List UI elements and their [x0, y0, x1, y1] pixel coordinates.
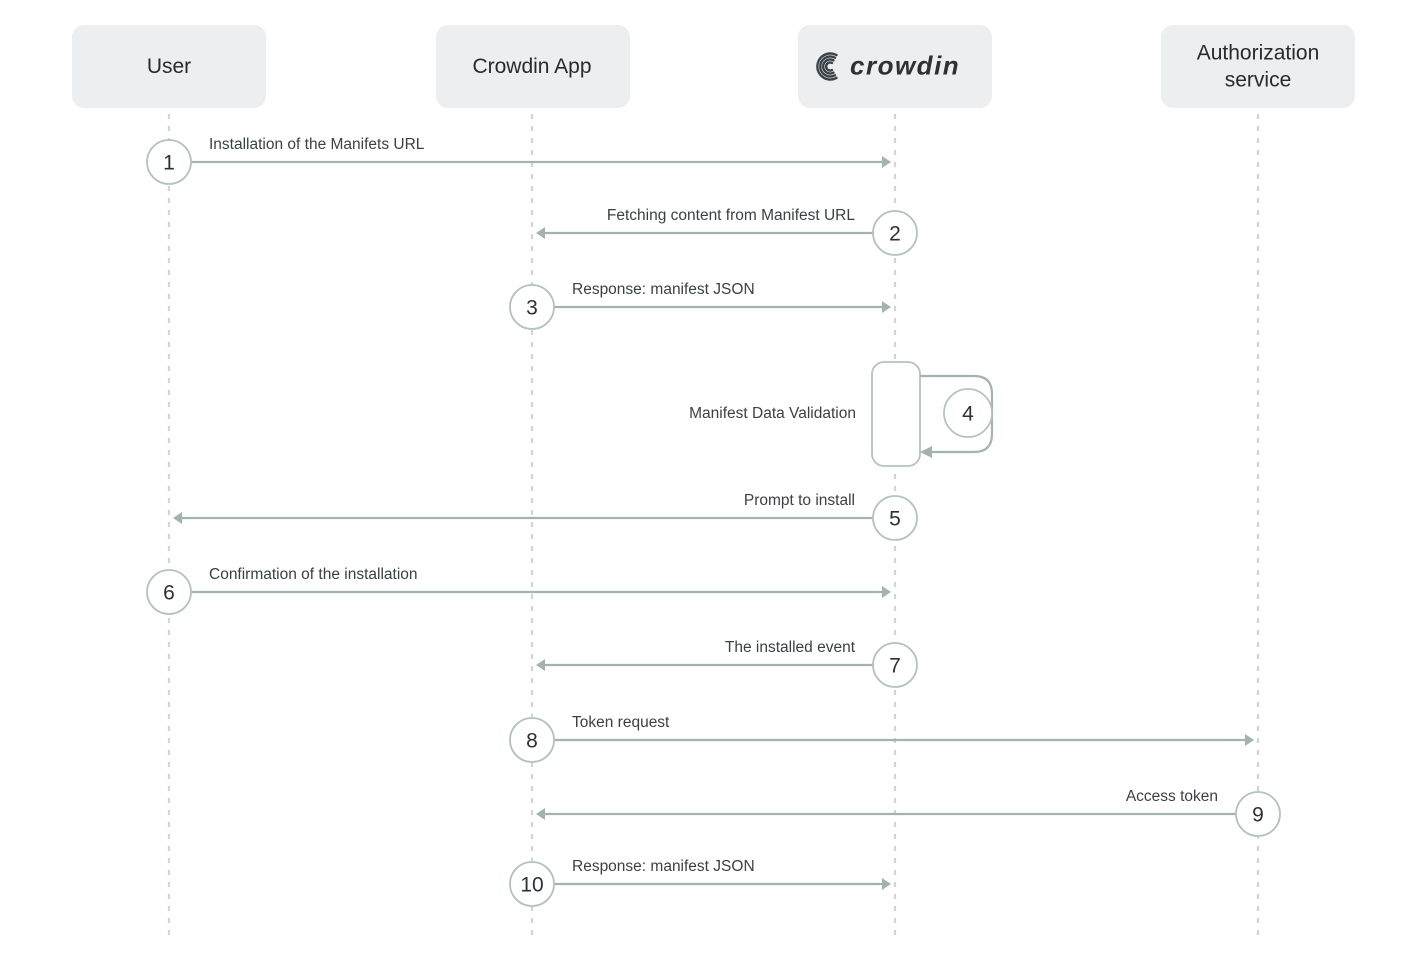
- participant-label-auth-line2: service: [1225, 69, 1292, 92]
- participants-layer: User Crowdin App crowdin Authorization servi…: [72, 25, 1355, 108]
- step-number-1: 1: [163, 152, 175, 175]
- step-marker-9[interactable]: 9: [1235, 791, 1281, 837]
- step-circle-4: [943, 388, 993, 438]
- participant-app[interactable]: Crowdin App: [436, 25, 630, 108]
- step-circle-6: [146, 569, 192, 615]
- message-1: Installation of the Manifets URL: [191, 136, 891, 168]
- step-marker-10[interactable]: 10: [509, 861, 555, 907]
- message-6: Confirmation of the installation: [191, 566, 891, 598]
- step-circle-5: [872, 495, 918, 541]
- step-marker-8[interactable]: 8: [509, 717, 555, 763]
- step-marker-3[interactable]: 3: [509, 284, 555, 330]
- message-arrowhead-2: [536, 227, 545, 239]
- message-7: The installed event: [536, 639, 873, 671]
- message-label-4: Manifest Data Validation: [689, 405, 856, 422]
- message-8: Token request: [554, 714, 1254, 746]
- step-marker-2[interactable]: 2: [872, 210, 918, 256]
- message-4: Manifest Data Validation: [689, 374, 994, 458]
- message-arrowhead-6: [882, 586, 891, 598]
- step-number-8: 8: [526, 730, 538, 753]
- message-label-1: Installation of the Manifets URL: [209, 136, 425, 153]
- message-arrowhead-8: [1245, 734, 1254, 746]
- step-number-3: 3: [526, 297, 538, 320]
- participant-label-user: User: [147, 55, 191, 78]
- activation-layer: [871, 361, 921, 467]
- step-circle-8: [509, 717, 555, 763]
- message-arrowhead-10: [882, 878, 891, 890]
- step-circle-9: [1235, 791, 1281, 837]
- step-marker-7[interactable]: 7: [872, 642, 918, 688]
- message-10: Response: manifest JSON: [554, 858, 891, 890]
- message-3: Response: manifest JSON: [554, 281, 891, 313]
- step-marker-6[interactable]: 6: [146, 569, 192, 615]
- step-circle-3: [509, 284, 555, 330]
- step-circle-2: [872, 210, 918, 256]
- step-marker-4[interactable]: 4: [943, 388, 993, 438]
- crowdin-logo-swirl-arc-2: [821, 58, 835, 75]
- step-number-6: 6: [163, 582, 175, 605]
- step-circle-1: [146, 139, 192, 185]
- crowdin-logo-swirl-icon: [816, 52, 838, 81]
- participant-box-app: [436, 25, 630, 108]
- step-marker-1[interactable]: 1: [146, 139, 192, 185]
- participant-box-auth: [1161, 25, 1355, 108]
- message-label-7: The installed event: [725, 639, 856, 656]
- message-arrowhead-5: [173, 512, 182, 524]
- message-arrowhead-4: [920, 446, 932, 458]
- message-label-6: Confirmation of the installation: [209, 566, 418, 583]
- crowdin-logo-swirl-arc-0: [816, 52, 838, 81]
- participant-box-user: [72, 25, 266, 108]
- step-circle-7: [872, 642, 918, 688]
- message-label-8: Token request: [572, 714, 670, 731]
- message-5: Prompt to install: [173, 492, 873, 524]
- activation-box-crowdin: [871, 361, 921, 467]
- crowdin-logo-swirl-arc-3: [824, 61, 834, 72]
- messages-layer: Installation of the Manifets URL Fetching…: [173, 136, 1254, 890]
- step-number-7: 7: [889, 655, 901, 678]
- participant-user[interactable]: User: [72, 25, 266, 108]
- participant-box-crowdin: [798, 25, 992, 108]
- step-markers-layer: 1 2 3 4 5 6 7 8 9 10: [146, 139, 1281, 907]
- message-label-10: Response: manifest JSON: [572, 858, 755, 875]
- participant-label-app: Crowdin App: [472, 55, 591, 78]
- step-number-9: 9: [1252, 804, 1264, 827]
- crowdin-logo-wordmark: crowdin: [850, 50, 960, 80]
- participant-label-auth: Authorization: [1197, 42, 1320, 65]
- step-marker-5[interactable]: 5: [872, 495, 918, 541]
- participant-auth[interactable]: Authorization service: [1161, 25, 1355, 108]
- message-label-2: Fetching content from Manifest URL: [607, 207, 855, 224]
- message-arrowhead-3: [882, 301, 891, 313]
- message-label-3: Response: manifest JSON: [572, 281, 755, 298]
- participant-crowdin[interactable]: crowdin: [798, 25, 992, 108]
- step-circle-10: [509, 861, 555, 907]
- crowdin-logo-swirl-arc-1: [819, 55, 837, 78]
- step-number-4: 4: [962, 403, 974, 426]
- message-9: Access token: [536, 788, 1236, 820]
- step-number-10: 10: [520, 874, 543, 897]
- message-arrowhead-1: [882, 156, 891, 168]
- step-number-5: 5: [889, 508, 901, 531]
- message-label-9: Access token: [1126, 788, 1218, 805]
- message-2: Fetching content from Manifest URL: [536, 207, 873, 239]
- message-arrowhead-7: [536, 659, 545, 671]
- message-label-5: Prompt to install: [744, 492, 855, 509]
- lifelines-layer: [167, 114, 1260, 935]
- step-number-2: 2: [889, 223, 901, 246]
- message-arrowhead-9: [536, 808, 545, 820]
